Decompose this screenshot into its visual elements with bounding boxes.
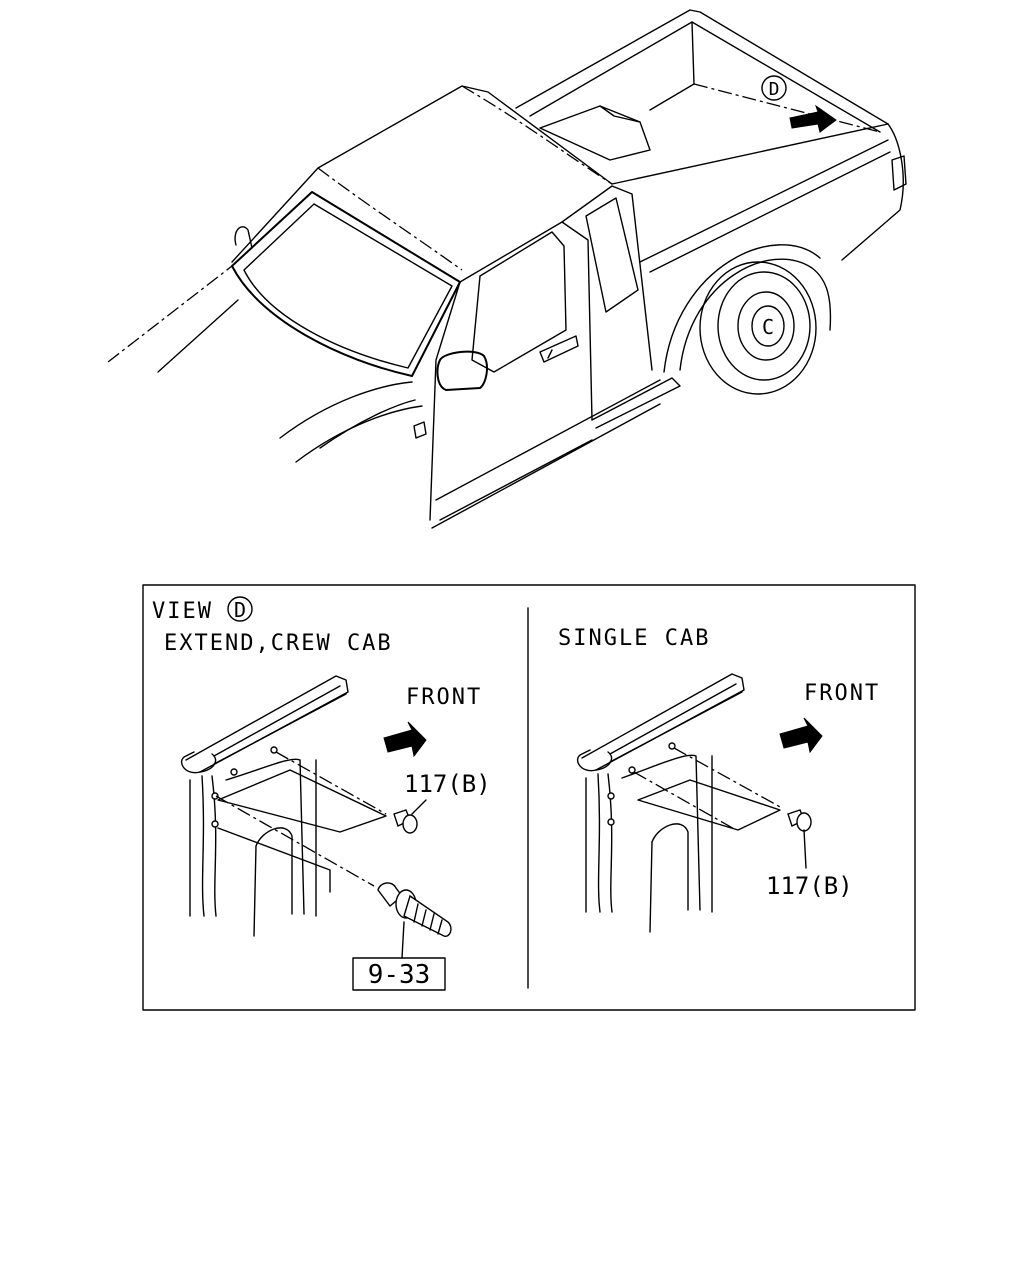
left-front-arrow-icon <box>383 721 427 758</box>
right-bolt-label: 117(B) <box>766 872 853 900</box>
right-view: SINGLE CAB FRONT <box>558 626 880 933</box>
wheel-marker-label: C <box>762 315 774 339</box>
bolt-117b-right <box>787 809 812 869</box>
right-front-arrow-icon <box>779 717 823 754</box>
bolt-117b-left <box>393 799 427 834</box>
left-front-label: FRONT <box>406 685 482 710</box>
right-front-label: FRONT <box>804 681 880 706</box>
view-d-callout-label: D <box>769 79 780 100</box>
part-ref-box <box>352 957 446 991</box>
front-arrow-icon <box>789 104 837 133</box>
view-panel: VIEW D EXTEND,CREW CAB FRONT <box>142 584 916 1011</box>
left-view: EXTEND,CREW CAB FRONT <box>164 631 491 991</box>
view-label: VIEW <box>152 599 213 624</box>
left-view-title: EXTEND,CREW CAB <box>164 631 393 656</box>
truck-illustration <box>107 9 907 529</box>
left-bolt-label: 117(B) <box>404 770 491 798</box>
stud-9-33 <box>377 882 452 959</box>
view-panel-marker: D <box>234 598 246 622</box>
part-ref-label: 9-33 <box>368 960 431 990</box>
right-view-title: SINGLE CAB <box>558 626 710 651</box>
view-d-callout: D <box>761 75 837 133</box>
